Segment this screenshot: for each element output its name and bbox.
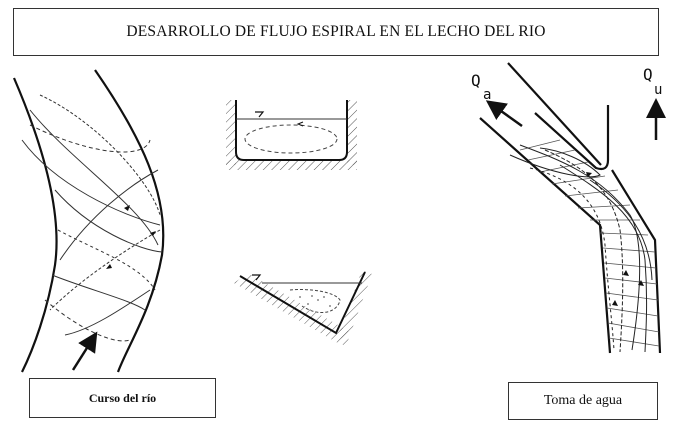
triangular-channel-bed <box>239 271 366 335</box>
qu-subscript: u <box>654 82 662 98</box>
water-intake-figure: Q a Q u <box>471 62 666 354</box>
qu-label: Q <box>643 65 653 84</box>
intake-flow-arrowheads <box>586 172 644 306</box>
river-inner-bank <box>12 77 58 373</box>
intake-flow-hatching <box>519 139 660 347</box>
triangular-section-figure <box>234 270 372 346</box>
river-flow-arrowheads <box>106 205 156 269</box>
intake-left-wall <box>507 62 602 166</box>
qa-direction-arrow <box>485 100 523 128</box>
qa-label: Q <box>471 71 481 90</box>
rectangular-channel-bed <box>235 100 348 161</box>
qa-subscript: a <box>483 87 491 103</box>
secondary-flow-vortex-top <box>244 124 338 154</box>
water-level-marker-top <box>255 111 265 118</box>
diagram-title: DESARROLLO DE FLUJO ESPIRAL EN EL LECHO … <box>13 8 659 56</box>
river-right-bank-right-figure <box>611 169 662 354</box>
river-spiral-flowlines <box>21 94 163 342</box>
caption-water-intake: Toma de agua <box>508 382 658 420</box>
rectangular-section-figure <box>226 100 357 170</box>
intake-right-wall <box>534 105 610 171</box>
river-left-bank-right-figure <box>479 117 612 354</box>
caption-river-course: Curso del río <box>29 378 216 418</box>
water-level-marker-bottom <box>252 274 262 281</box>
river-flow-direction-arrow <box>71 331 98 371</box>
secondary-flow-vortex-bottom <box>289 289 341 314</box>
river-outer-bank <box>94 69 165 373</box>
intake-spiral-flowlines <box>509 144 653 353</box>
river-bend-figure <box>12 69 165 373</box>
